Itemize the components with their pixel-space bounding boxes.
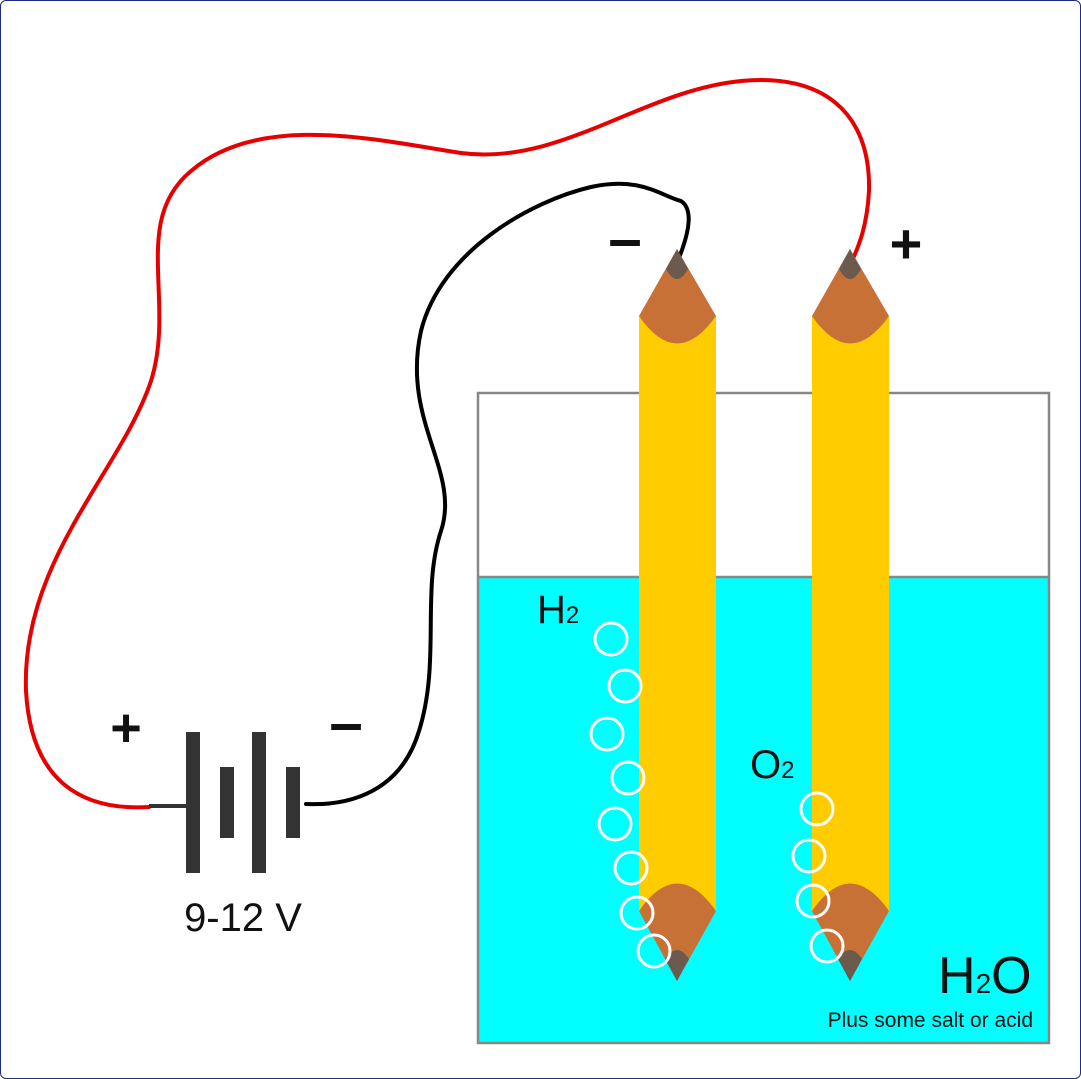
anode-pencil-top-wood	[812, 249, 889, 344]
electrolyte-note: Plus some salt or acid	[828, 1009, 1033, 1032]
water-formula-o: O	[991, 947, 1031, 1005]
hydrogen-bubble	[636, 933, 672, 969]
battery-plate-short-2	[286, 767, 300, 838]
cathode-pencil	[639, 249, 716, 981]
oxygen-bubble	[795, 883, 831, 919]
cathode-negative-sign: –	[608, 205, 641, 272]
water-formula-h: H	[938, 947, 976, 1005]
anode-pencil-body	[812, 316, 889, 911]
cathode-pencil-bottom-graphite	[665, 950, 689, 981]
hydrogen-bubble	[619, 895, 655, 931]
anode-positive-sign: +	[890, 212, 923, 275]
battery-plate-short-1	[220, 767, 234, 838]
oxygen-label: O2	[750, 743, 794, 787]
hydrogen-bubbles	[589, 621, 672, 969]
cathode-pencil-body	[639, 316, 716, 911]
hydrogen-bubble	[607, 668, 643, 704]
cathode-pencil-top-graphite	[666, 249, 688, 279]
oxygen-bubble	[791, 838, 827, 874]
negative-wire	[304, 181, 691, 807]
hydrogen-bubble	[610, 760, 646, 796]
positive-wire	[23, 78, 872, 810]
anode-pencil-top-graphite	[839, 249, 861, 279]
cathode-pencil-bottom-wood	[639, 883, 716, 981]
battery-plate-long-1	[186, 732, 200, 873]
battery-voltage-label: 9-12 V	[184, 896, 302, 940]
water	[478, 577, 1049, 1043]
oxygen-label-main: O	[750, 743, 781, 787]
hydrogen-bubble	[593, 621, 629, 657]
anode-pencil	[812, 249, 889, 981]
hydrogen-bubble	[589, 716, 625, 752]
battery-positive-sign: +	[110, 698, 142, 758]
oxygen-bubble	[799, 791, 835, 827]
anode-pencil-bottom-graphite	[838, 950, 862, 981]
anode-pencil-bottom-wood	[812, 883, 889, 981]
battery-negative-sign: –	[329, 689, 362, 756]
hydrogen-bubble	[597, 806, 633, 842]
hydrogen-label-main: H	[537, 588, 566, 632]
oxygen-bubbles	[791, 791, 845, 964]
hydrogen-label: H2	[537, 588, 579, 632]
cathode-pencil-top-wood	[639, 249, 716, 344]
battery-symbol	[149, 732, 300, 873]
oxygen-bubble	[809, 928, 845, 964]
oxygen-label-subscript: 2	[781, 757, 794, 784]
battery-plate-long-2	[252, 732, 266, 873]
hydrogen-bubble	[613, 850, 649, 886]
water-formula: H2O	[938, 947, 1032, 1005]
water-formula-subscript: 2	[976, 968, 992, 999]
hydrogen-label-subscript: 2	[566, 602, 579, 629]
